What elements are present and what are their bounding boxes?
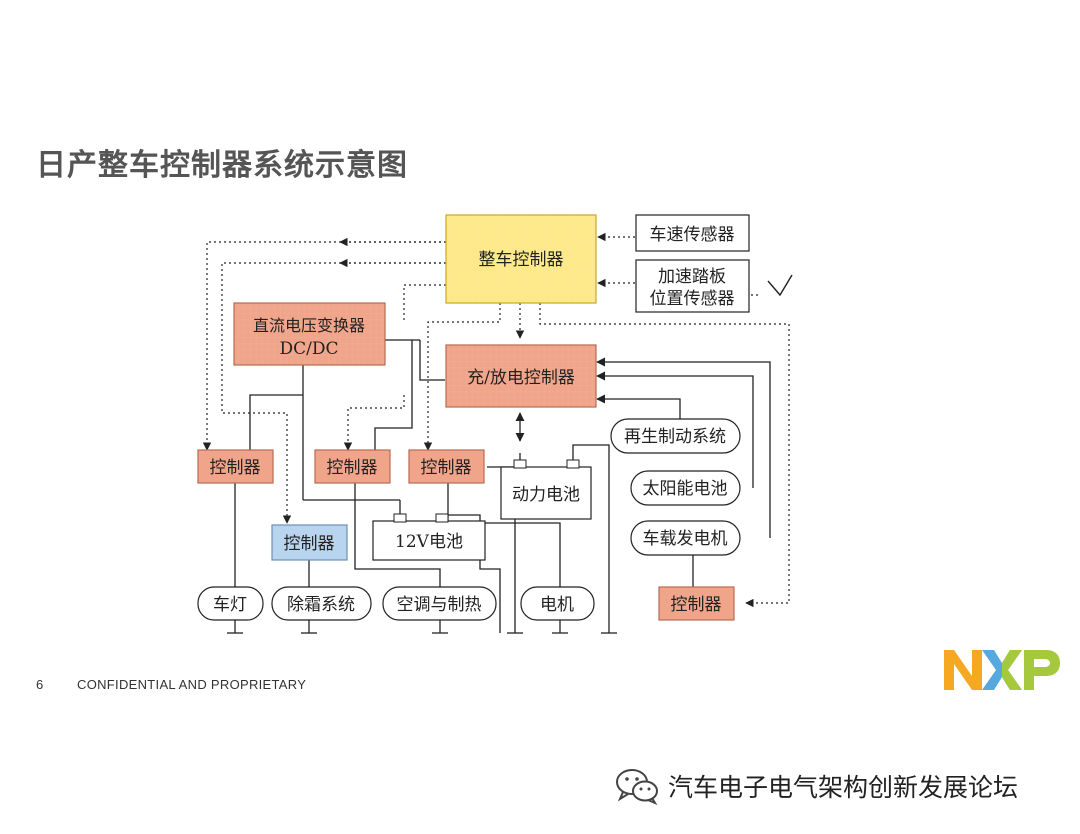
controller-generator-label: 控制器 [671,595,722,615]
controller-ac-label: 控制器 [327,458,378,478]
controller-ac-box [314,449,391,484]
solar-cell-label: 太阳能电池 [643,479,728,499]
controller-motor-label: 控制器 [421,458,472,478]
power-battery-label: 动力电池 [512,485,580,505]
regen-braking-box [610,418,741,454]
power-battery-box [500,466,592,520]
controller-generator-box [658,586,735,621]
controller-lights-box [197,449,274,484]
defrost-label: 除霜系统 [287,595,355,615]
controller-defrost-label: 控制器 [284,534,335,554]
power-lines [227,339,771,634]
controller-lights-label: 控制器 [210,458,261,478]
lights-label: 车灯 [213,595,247,615]
pedal-sensor-label-1: 加速踏板 [658,267,726,287]
controller-motor-box [408,449,485,484]
battery-12v-box [372,520,486,561]
wechat-watermark: 汽车电子电气架构创新发展论坛 [614,766,1018,806]
vcu-label: 整车控制器 [479,250,564,270]
confidential-label: CONFIDENTIAL AND PROPRIETARY [77,677,307,692]
defrost-box [271,586,372,621]
speed-sensor-box [635,214,750,252]
watermark-text: 汽车电子电气架构创新发展论坛 [668,773,1019,802]
generator-box [630,520,741,556]
pedal-sensor-box [635,259,750,313]
page-number: 6 [36,677,44,692]
speed-sensor-label: 车速传感器 [650,225,735,245]
ac-label: 空调与制热 [397,595,482,615]
pedal-sensor-label-2: 位置传感器 [650,289,735,309]
control-system-diagram: 整车控制器 车速传感器 加速踏板 位置传感器 直流电压变换器 DC/DC 充/放… [190,205,810,645]
wechat-icon [616,769,658,806]
motor-label: 电机 [540,595,574,615]
dcdc-label-1: 直流电压变换器 [253,316,365,335]
dcdc-label-2: DC/DC [279,339,338,359]
battery-12v-label: 12V电池 [395,532,463,552]
nxp-logo [942,648,1062,692]
generator-label: 车载发电机 [643,529,728,549]
ac-box [382,586,497,621]
charge-controller-label: 充/放电控制器 [467,368,575,388]
regen-braking-label: 再生制动系统 [624,427,726,447]
controller-defrost-box [271,524,348,561]
slide-title: 日产整车控制器系统示意图 [36,148,408,183]
signal-lines [202,232,790,608]
pedal-icon [767,274,793,297]
motor-box [520,586,595,621]
solar-cell-box [630,470,741,506]
lights-box [197,586,264,621]
